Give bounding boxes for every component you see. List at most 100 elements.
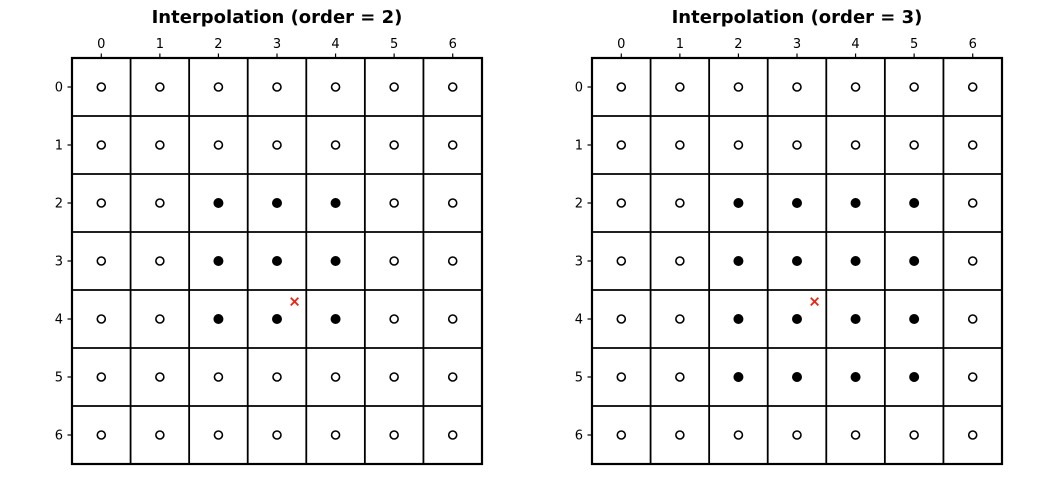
marker-filled xyxy=(213,198,224,208)
marker-open xyxy=(155,314,165,324)
marker-filled xyxy=(909,256,920,266)
x-tick-label: 5 xyxy=(910,37,918,52)
marker-open xyxy=(155,430,165,440)
marker-open xyxy=(447,314,458,324)
marker-open xyxy=(330,140,341,150)
marker-open xyxy=(330,82,341,92)
marker-open xyxy=(909,140,919,150)
marker-open xyxy=(616,140,627,150)
marker-open xyxy=(616,198,627,208)
marker-open xyxy=(792,430,802,440)
marker-open xyxy=(675,198,685,208)
marker-open xyxy=(733,430,744,440)
marker-open xyxy=(675,314,685,324)
marker-open xyxy=(213,82,224,92)
marker-filled xyxy=(330,314,341,324)
marker-open xyxy=(733,140,744,150)
plot-title-order-3: Interpolation (order = 3) xyxy=(671,7,923,28)
marker-open xyxy=(909,82,919,92)
y-tick-label: 6 xyxy=(575,429,583,444)
marker-open xyxy=(330,430,341,440)
marker-open xyxy=(675,430,685,440)
marker-open xyxy=(675,372,685,382)
marker-filled xyxy=(733,372,744,382)
query-x-marker xyxy=(290,297,300,307)
marker-filled xyxy=(330,198,341,208)
x-tick-label: 3 xyxy=(273,37,281,52)
marker-open xyxy=(967,82,978,92)
marker-open xyxy=(155,82,165,92)
y-tick-label: 5 xyxy=(55,371,63,386)
marker-filled xyxy=(792,314,802,324)
marker-filled xyxy=(733,198,744,208)
marker-open xyxy=(389,314,399,324)
marker-open xyxy=(96,314,107,324)
marker-open xyxy=(213,372,224,382)
plot-title-order-2: Interpolation (order = 2) xyxy=(151,7,403,28)
marker-open xyxy=(675,256,685,266)
marker-open xyxy=(850,140,861,150)
y-tick-label: 5 xyxy=(575,371,583,386)
marker-open xyxy=(155,198,165,208)
x-tick-label: 4 xyxy=(851,37,859,52)
marker-filled xyxy=(733,256,744,266)
marker-open xyxy=(967,140,978,150)
y-tick-label: 2 xyxy=(55,197,63,212)
marker-open xyxy=(272,372,282,382)
marker-filled xyxy=(792,198,802,208)
marker-open xyxy=(967,372,978,382)
marker-filled xyxy=(909,198,920,208)
y-tick-label: 2 xyxy=(575,197,583,212)
marker-open xyxy=(213,430,224,440)
query-x-stroke xyxy=(290,297,300,307)
marker-open xyxy=(96,372,107,382)
marker-filled xyxy=(850,198,861,208)
query-x-marker xyxy=(810,297,820,307)
marker-open xyxy=(155,140,165,150)
marker-open xyxy=(447,82,458,92)
marker-open xyxy=(330,372,341,382)
marker-filled xyxy=(272,314,282,324)
marker-filled xyxy=(850,372,861,382)
marker-open xyxy=(389,430,399,440)
marker-filled xyxy=(909,372,920,382)
marker-open xyxy=(616,82,627,92)
y-tick-label: 4 xyxy=(575,313,583,328)
marker-open xyxy=(675,140,685,150)
marker-open xyxy=(447,430,458,440)
marker-open xyxy=(850,430,861,440)
marker-open xyxy=(616,372,627,382)
x-tick-label: 2 xyxy=(214,37,222,52)
y-tick-label: 3 xyxy=(55,255,63,270)
marker-filled xyxy=(909,314,920,324)
marker-open xyxy=(96,140,107,150)
marker-open xyxy=(967,430,978,440)
marker-filled xyxy=(850,314,861,324)
x-tick-label: 1 xyxy=(676,37,684,52)
marker-open xyxy=(213,140,224,150)
marker-filled xyxy=(272,198,282,208)
marker-open xyxy=(389,372,399,382)
marker-open xyxy=(389,82,399,92)
x-tick-label: 4 xyxy=(331,37,339,52)
marker-open xyxy=(389,140,399,150)
y-tick-label: 1 xyxy=(575,139,583,154)
marker-open xyxy=(792,140,802,150)
marker-open xyxy=(850,82,861,92)
marker-open xyxy=(616,430,627,440)
marker-open xyxy=(675,82,685,92)
marker-filled xyxy=(792,256,802,266)
x-tick-label: 0 xyxy=(97,37,105,52)
x-tick-label: 5 xyxy=(390,37,398,52)
x-tick-label: 3 xyxy=(793,37,801,52)
x-tick-label: 2 xyxy=(734,37,742,52)
marker-open xyxy=(447,372,458,382)
marker-filled xyxy=(850,256,861,266)
marker-open xyxy=(96,82,107,92)
marker-open xyxy=(616,256,627,266)
x-tick-label: 0 xyxy=(617,37,625,52)
